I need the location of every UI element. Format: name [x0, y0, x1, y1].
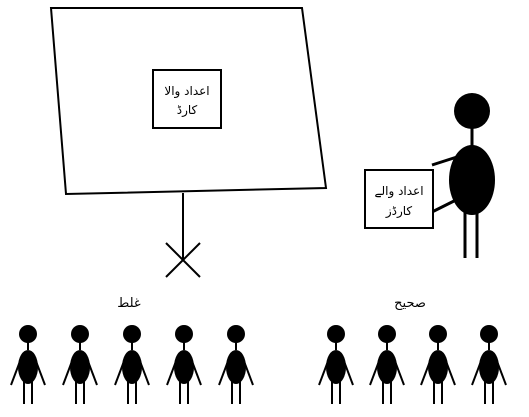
board-card-line2: کارڈ	[177, 103, 198, 118]
right-group-person	[471, 325, 507, 404]
person-arm-left	[318, 355, 331, 386]
held-card-line1: اعداد والے	[374, 184, 423, 199]
right-group-person	[420, 325, 456, 404]
person-head	[327, 325, 345, 343]
board-card-line1: اعداد والا	[164, 84, 209, 99]
held-card-line2: کارڈز	[385, 204, 413, 219]
board-leg-right	[165, 242, 201, 278]
teacher-arm-upper	[431, 154, 461, 167]
board-card	[152, 69, 222, 129]
person-head	[378, 325, 396, 343]
teacher-arm-lower	[431, 198, 457, 214]
person-head	[19, 325, 37, 343]
person-arm-left	[166, 355, 179, 386]
right-group-person	[318, 325, 354, 404]
person-arm-left	[62, 355, 75, 386]
person-arm-left	[471, 355, 484, 386]
wrong-group-person	[218, 325, 254, 404]
wrong-group-person	[10, 325, 46, 404]
person-head	[71, 325, 89, 343]
person-arm-right	[189, 355, 202, 386]
teacher-body	[449, 145, 495, 215]
person-head	[480, 325, 498, 343]
held-card	[364, 169, 434, 229]
people-groups	[10, 325, 507, 404]
teacher-figure: اعداد والے کارڈز	[364, 93, 495, 258]
wrong-group-person	[166, 325, 202, 404]
teacher-head	[454, 93, 490, 129]
right-label: صحیح	[394, 296, 426, 311]
person-body	[174, 350, 194, 384]
person-body	[18, 350, 38, 384]
person-arm-right	[137, 355, 150, 386]
person-arm-left	[218, 355, 231, 386]
person-arm-left	[420, 355, 433, 386]
person-arm-right	[85, 355, 98, 386]
person-body	[479, 350, 499, 384]
person-body	[226, 350, 246, 384]
display-board: اعداد والا کارڈ	[49, 7, 328, 278]
person-arm-right	[392, 355, 405, 386]
person-head	[227, 325, 245, 343]
person-arm-left	[369, 355, 382, 386]
person-arm-right	[341, 355, 354, 386]
person-body	[122, 350, 142, 384]
wrong-group-person	[114, 325, 150, 404]
wrong-group-person	[62, 325, 98, 404]
person-arm-right	[443, 355, 456, 386]
person-arm-right	[33, 355, 46, 386]
person-arm-right	[241, 355, 254, 386]
person-arm-right	[494, 355, 507, 386]
person-head	[429, 325, 447, 343]
person-body	[428, 350, 448, 384]
person-head	[123, 325, 141, 343]
person-arm-left	[114, 355, 127, 386]
person-arm-left	[10, 355, 23, 386]
person-body	[326, 350, 346, 384]
right-group-person	[369, 325, 405, 404]
wrong-label: غلط	[117, 296, 141, 311]
person-head	[175, 325, 193, 343]
person-body	[377, 350, 397, 384]
person-body	[70, 350, 90, 384]
